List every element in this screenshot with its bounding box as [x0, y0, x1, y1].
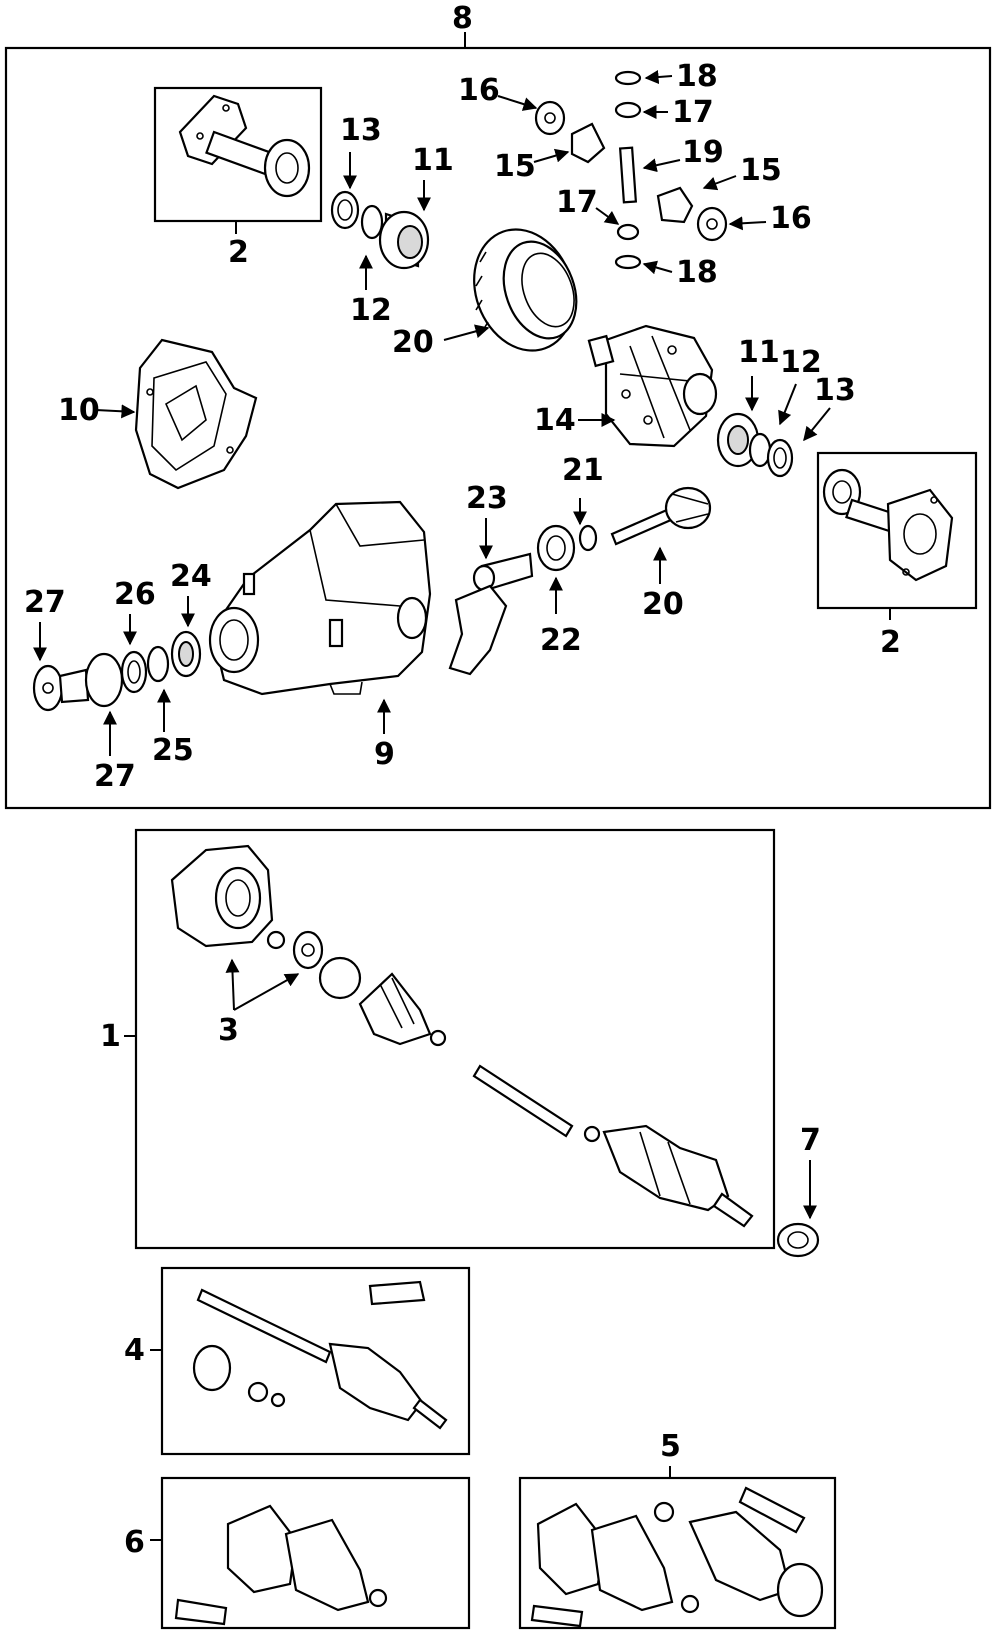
differential-assembly-frame	[4, 46, 992, 810]
callout-11-left: 11	[412, 143, 454, 178]
differential-pinion-gears[interactable]	[534, 70, 728, 270]
callout-15-right: 15	[740, 153, 782, 188]
callout-21: 21	[562, 453, 604, 488]
drive-pinion[interactable]	[610, 486, 712, 546]
callout-20-pinion: 20	[642, 587, 684, 622]
callout-6: 6	[124, 1525, 145, 1560]
callout-20-ring: 20	[392, 325, 434, 360]
bearing-set-right[interactable]	[716, 412, 794, 478]
callout-13-right: 13	[814, 373, 856, 408]
callout-27-bottom: 27	[94, 759, 136, 794]
callout-7: 7	[800, 1123, 821, 1158]
callout-5: 5	[660, 1429, 681, 1464]
callout-16-right: 16	[770, 201, 812, 236]
callout-13-left: 13	[340, 113, 382, 148]
callout-3: 3	[218, 1013, 239, 1048]
callout-18-bottom: 18	[676, 255, 718, 290]
boot-kit-5[interactable]	[530, 1486, 824, 1628]
leader-lines	[33, 32, 891, 1541]
callout-2-right: 2	[880, 625, 901, 660]
callout-15-left: 15	[494, 149, 536, 184]
callout-4: 4	[124, 1333, 145, 1368]
carrier-housing[interactable]	[208, 500, 432, 696]
callout-25: 25	[152, 733, 194, 768]
left-flange-frame	[153, 86, 323, 223]
boot-kit-6[interactable]	[174, 1504, 388, 1626]
differential-case[interactable]	[587, 324, 718, 448]
callout-23: 23	[466, 481, 508, 516]
right-flange-frame	[816, 451, 978, 610]
callout-27-top: 27	[24, 585, 66, 620]
side-flange-left[interactable]	[178, 94, 311, 198]
boot-kit-5-frame	[518, 1476, 837, 1630]
callout-9: 9	[374, 737, 395, 772]
axle-shaft[interactable]	[472, 1064, 601, 1143]
callout-22: 22	[540, 623, 582, 658]
carrier-bearing-cap[interactable]	[448, 584, 508, 676]
differential-cover[interactable]	[134, 338, 258, 490]
axle-assembly-4[interactable]	[192, 1280, 448, 1430]
callout-10: 10	[58, 393, 100, 428]
axle-shaft-assembly-frame	[134, 828, 776, 1250]
callout-12-left: 12	[350, 293, 392, 328]
bearing-set-left[interactable]	[330, 190, 430, 270]
callout-19: 19	[682, 135, 724, 170]
callout-2-left: 2	[228, 235, 249, 270]
callout-17-top: 17	[672, 95, 714, 130]
callout-26: 26	[114, 577, 156, 612]
callout-1: 1	[100, 1019, 121, 1054]
callout-8: 8	[452, 1, 473, 36]
outer-cv-joint[interactable]	[602, 1124, 754, 1228]
hub-seal[interactable]	[776, 1222, 820, 1258]
inner-cv-boot[interactable]	[318, 956, 447, 1047]
tripod-joint[interactable]	[266, 930, 324, 970]
inner-joint-housing[interactable]	[170, 844, 274, 948]
companion-flange-set[interactable]	[32, 630, 202, 712]
ring-gear[interactable]	[458, 215, 591, 364]
callout-24: 24	[170, 559, 212, 594]
collapsible-spacer[interactable]	[472, 552, 534, 592]
callout-12-right: 12	[780, 345, 822, 380]
pinion-bearing-front[interactable]	[536, 524, 598, 572]
callout-labels: 8 2 13 11 12 16 15 18 17 19 15 17 16 18 …	[24, 1, 901, 1560]
callout-18-top: 18	[676, 59, 718, 94]
callout-14: 14	[534, 403, 576, 438]
side-flange-right[interactable]	[822, 468, 954, 582]
callout-11-right: 11	[738, 335, 780, 370]
boot-kit-4-frame	[160, 1266, 471, 1456]
boot-kit-6-frame	[160, 1476, 471, 1630]
callout-16-top: 16	[458, 73, 500, 108]
callout-17-bottom: 17	[556, 185, 598, 220]
